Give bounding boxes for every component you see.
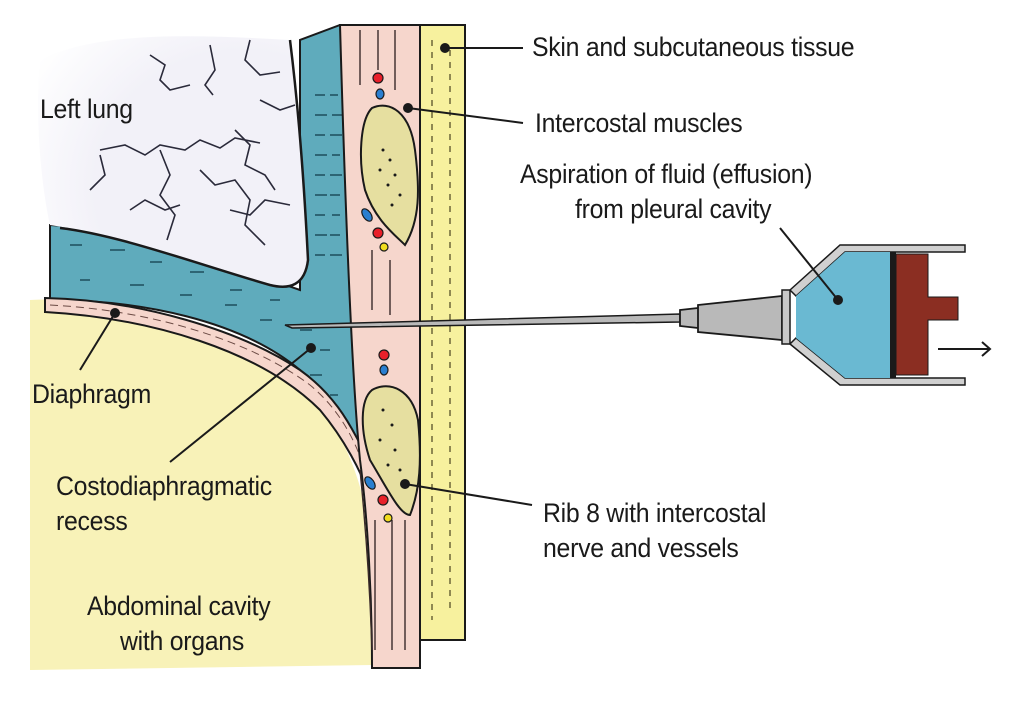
label-recess-line1: Costodiaphragmatic	[56, 471, 272, 501]
label-aspiration-line2: from pleural cavity	[575, 194, 772, 224]
label-skin: Skin and subcutaneous tissue	[532, 32, 855, 62]
label-rib-line1: Rib 8 with intercostal	[543, 498, 767, 528]
rib-8-marrow	[378, 408, 402, 472]
syringe-fluid	[796, 252, 893, 378]
fluid-dashes	[70, 94, 342, 396]
leader-lines	[79, 43, 843, 506]
rib-7-marrow	[378, 148, 402, 207]
left-lung	[38, 36, 308, 287]
label-abdomen-line2: with organs	[120, 626, 244, 656]
plunger-seal	[890, 252, 896, 378]
label-left-lung: Left lung	[40, 94, 133, 124]
rib-7	[359, 104, 419, 247]
label-aspiration-line1: Aspiration of fluid (effusion)	[520, 159, 813, 189]
intercostal-vessels	[361, 72, 393, 523]
skin-layer	[419, 24, 466, 641]
label-abdomen-line1: Abdominal cavity	[87, 591, 271, 621]
needle-hub	[679, 294, 783, 341]
syringe-tip-flange	[781, 289, 791, 345]
label-recess-line2: recess	[56, 506, 128, 536]
label-rib-line2: nerve and vessels	[543, 533, 739, 563]
lung-lobule-lines	[89, 39, 296, 246]
label-intercostal-muscles: Intercostal muscles	[535, 108, 743, 138]
abdominal-cavity	[30, 299, 372, 670]
label-diaphragm: Diaphragm	[32, 379, 152, 409]
plunger	[895, 253, 959, 376]
pull-arrow-icon	[938, 341, 992, 357]
